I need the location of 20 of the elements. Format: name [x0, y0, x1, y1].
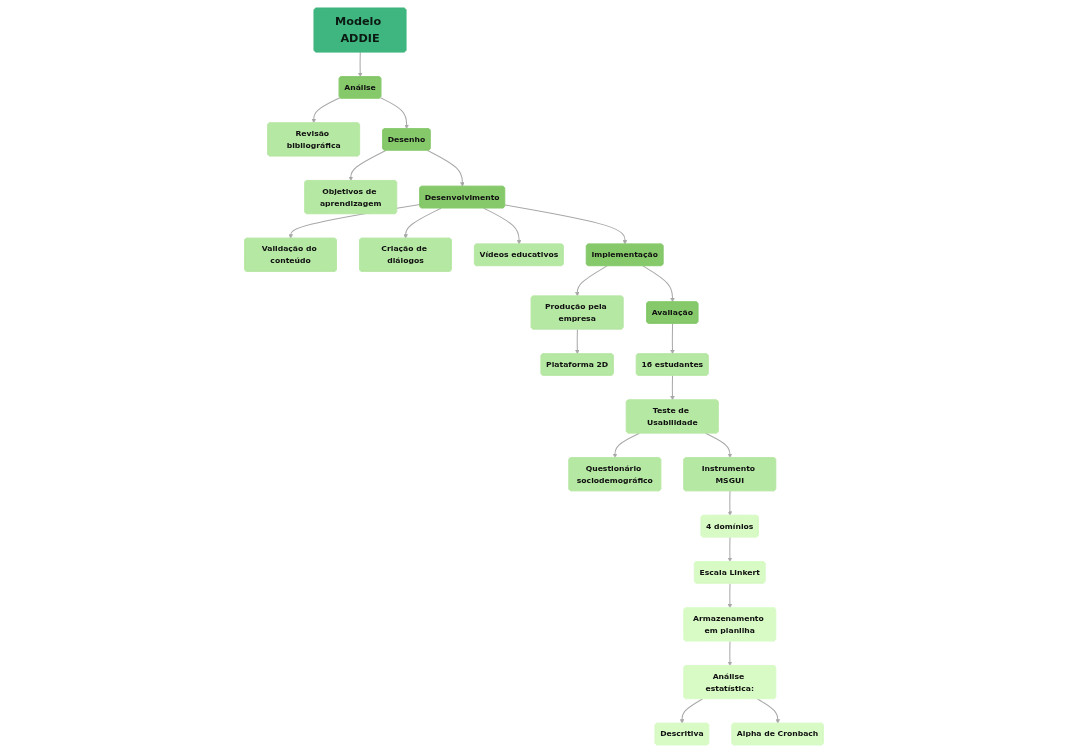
- arrow: [669, 375, 675, 401]
- arrow: [679, 698, 703, 724]
- arrow: [727, 536, 732, 562]
- arrow: [756, 698, 780, 724]
- arrow: [727, 583, 732, 609]
- arrow: [574, 328, 580, 355]
- arrow: [574, 265, 608, 297]
- arrow: [426, 149, 465, 187]
- arrow: [669, 323, 675, 355]
- arrow: [641, 265, 675, 303]
- arrow: [482, 207, 521, 245]
- arrow: [348, 149, 386, 181]
- arrow: [311, 97, 341, 124]
- arrow: [357, 51, 362, 77]
- arrow: [402, 207, 442, 239]
- arrow: [379, 97, 409, 129]
- arrow: [727, 640, 732, 666]
- arrow: [727, 490, 732, 516]
- arrow: [503, 204, 627, 245]
- arrow: [612, 432, 640, 459]
